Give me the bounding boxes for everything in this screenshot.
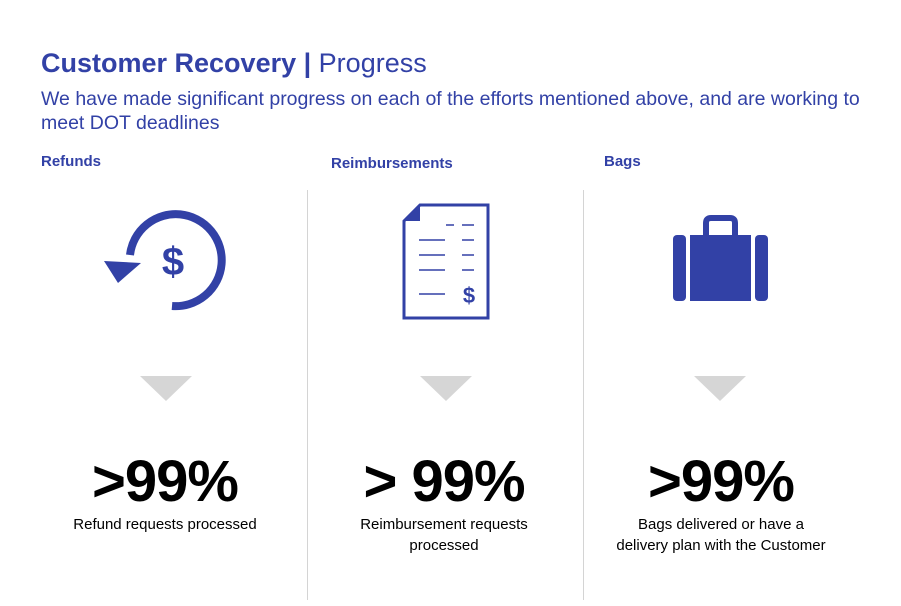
stat-reimbursements: > 99% (363, 449, 525, 514)
down-arrow-icon (694, 376, 746, 401)
stat-refunds: >99% (92, 449, 239, 514)
column-heading-bags: Bags (604, 153, 641, 170)
desc-reimbursements: Reimbursement requests processed (360, 516, 528, 554)
desc-bags: Bags delivered or have a delivery plan w… (616, 516, 826, 554)
title-separator: | (296, 48, 319, 78)
svg-text:$: $ (162, 240, 184, 284)
page-subtitle: We have made significant progress on eac… (41, 88, 860, 134)
down-arrow-icon (140, 376, 192, 401)
down-arrow-icon (420, 376, 472, 401)
column-heading-refunds: Refunds (41, 153, 101, 170)
column-heading-reimbursements: Reimbursements (331, 155, 453, 172)
column-divider (583, 190, 584, 600)
page-title: Customer Recovery | Progress (41, 48, 427, 79)
title-bold: Customer Recovery (41, 48, 297, 78)
suitcase-icon (673, 215, 768, 301)
stat-bags: >99% (648, 449, 795, 514)
column-divider (307, 190, 308, 600)
title-regular: Progress (318, 48, 427, 78)
refund-dollar-icon: $ (104, 210, 226, 311)
svg-text:$: $ (463, 283, 475, 308)
receipt-dollar-icon: $ (402, 203, 490, 320)
desc-refunds: Refund requests processed (73, 516, 257, 533)
